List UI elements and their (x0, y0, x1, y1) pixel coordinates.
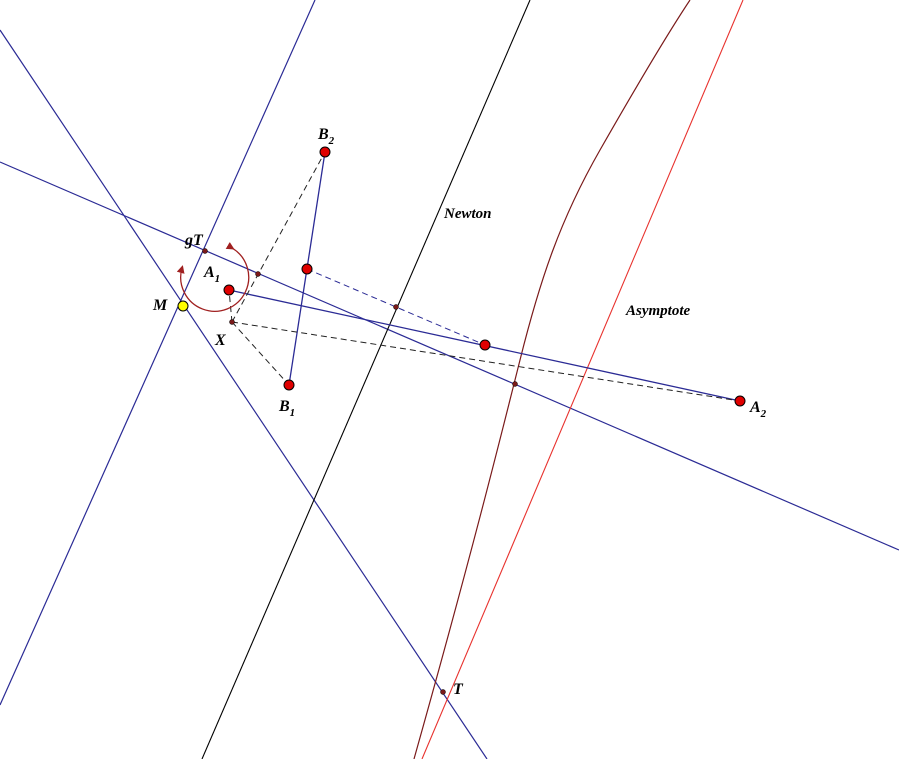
dashed-x-b2 (231, 151, 326, 323)
label-x: X (214, 332, 226, 349)
label-gt: gT (184, 232, 204, 249)
dashed-mid-b-to-mid-a (306, 268, 486, 346)
point-b1[interactable] (283, 379, 295, 391)
point-m[interactable] (177, 300, 189, 312)
point-newton-intersection[interactable] (393, 304, 399, 310)
point-a2[interactable] (734, 395, 746, 407)
label-b1: B1 (278, 398, 295, 419)
label-t: T (453, 681, 464, 698)
curve (413, 0, 691, 759)
dashed-x-b1 (231, 321, 290, 386)
label-m: M (152, 297, 168, 314)
point-mid-a[interactable] (479, 339, 491, 351)
newton-line (201, 0, 531, 759)
point-b2[interactable] (319, 146, 331, 158)
line-through-m-and-gt (0, 0, 316, 706)
rotation-arc (176, 242, 250, 312)
label-asymptote: Asymptote (625, 303, 691, 319)
asymptote-line (421, 0, 744, 759)
point-x[interactable] (229, 319, 235, 325)
dashed-x-a2 (231, 321, 741, 402)
point-curve-intersection[interactable] (512, 381, 518, 387)
point-gt[interactable] (202, 248, 208, 254)
label-newton: Newton (443, 206, 492, 222)
point-a1[interactable] (223, 284, 235, 296)
dashed-x-a1 (228, 289, 233, 323)
line-through-m-and-t (0, 29, 488, 759)
point-mid-b[interactable] (301, 263, 313, 275)
point-on-x-b2[interactable] (255, 271, 261, 277)
label-b2: B2 (317, 126, 335, 147)
label-a2: A2 (749, 399, 767, 420)
point-t[interactable] (440, 689, 446, 695)
label-a1: A1 (203, 264, 220, 285)
